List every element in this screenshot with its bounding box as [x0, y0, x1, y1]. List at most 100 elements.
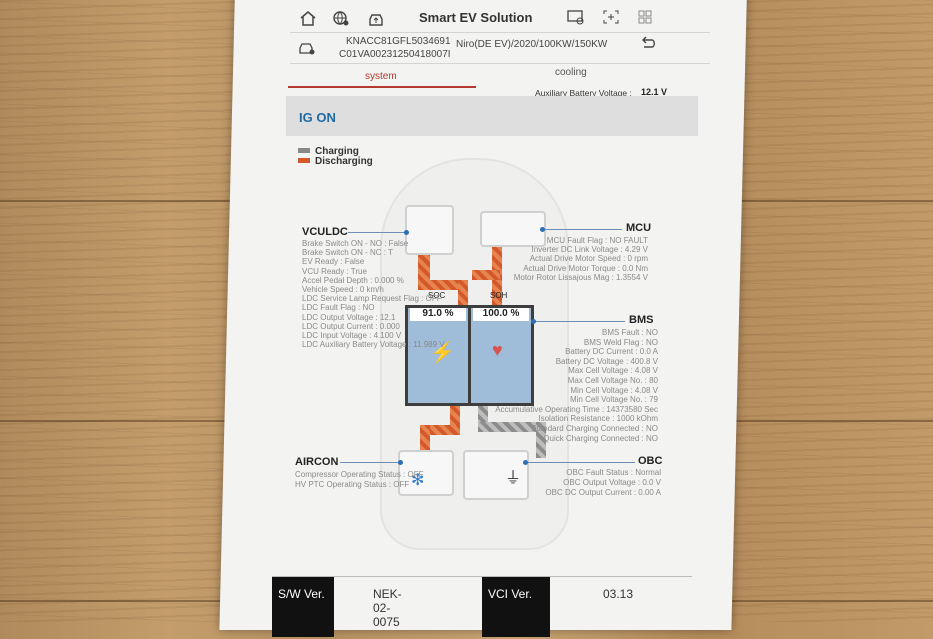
bms-line: Battery DC Current : 0.0 A — [565, 347, 658, 357]
discharge-pipe — [450, 400, 460, 430]
obc-details: OBC Fault Status : Normal OBC Output Vol… — [545, 468, 661, 497]
tab-system[interactable]: system — [365, 71, 397, 82]
vcu-line: LDC Input Voltage : 4.100 V — [302, 331, 402, 341]
lightning-icon: ⚡ — [430, 342, 455, 364]
divider — [290, 32, 710, 33]
aircon-line: HV PTC Operating Status : OFF — [295, 479, 410, 489]
connector-dot — [523, 460, 528, 465]
discharging-swatch — [298, 158, 310, 163]
charge-pipe — [478, 400, 488, 430]
obc-line: OBC DC Output Current : 0.00 A — [545, 487, 661, 497]
bms-line: Battery DC Voltage : 400.8 V — [555, 356, 658, 366]
bms-line: Quick Charging Connected : NO — [543, 433, 658, 443]
heart-icon: ♥ — [492, 340, 503, 360]
connector-line — [542, 229, 622, 230]
bms-line: Standard Charging Connected : NO — [531, 423, 658, 433]
car-upload-icon — [369, 14, 383, 26]
vci-label: VCI Ver. — [482, 577, 550, 637]
aircon-module — [398, 450, 454, 496]
vcu-details: Brake Switch ON - NO : False Brake Switc… — [302, 239, 445, 349]
target-icon — [603, 10, 619, 24]
bms-line: Min Cell Voltage No. : 79 — [569, 395, 658, 405]
car-icon — [299, 43, 315, 55]
charge-pipe — [478, 422, 546, 432]
legend-charging: Charging — [315, 146, 359, 157]
vehicle-code: C01VA00231250418007I — [339, 49, 451, 60]
vcu-line: Accel Pedal Depth : 0.000 % — [302, 275, 404, 285]
vcu-line: EV Ready : False — [302, 257, 365, 267]
plug-icon: ⏚ — [505, 470, 522, 487]
mcu-details: MCU Fault Flag : NO FAULT Inverter DC Li… — [514, 236, 648, 282]
soc-label: SOC — [428, 291, 446, 300]
aux-battery-label: Auxiliary Battery Voltage : — [535, 88, 632, 98]
discharge-pipe — [420, 425, 430, 455]
discharge-pipe — [472, 270, 500, 280]
vin-text: KNACC81GFL5034691 — [346, 36, 451, 47]
ig-status-panel — [286, 96, 698, 136]
ig-status: IG ON — [299, 110, 336, 125]
vcu-line: LDC Service Lamp Request Flag : OFF — [302, 294, 442, 304]
globe-settings-icon — [333, 11, 349, 26]
obc-line: OBC Output Voltage : 0.0 V — [563, 477, 661, 487]
aux-battery-value: 12.1 V — [641, 87, 668, 97]
vcu-line: Vehicle Speed : 0 km/h — [302, 285, 384, 295]
mcu-line: Inverter DC Link Voltage : 4.29 V — [531, 245, 648, 255]
bms-line: Min Cell Voltage : 4.08 V — [570, 385, 658, 395]
soh-label: SOH — [490, 291, 508, 300]
aircon-details: Compressor Operating Status : OFF HV PTC… — [295, 470, 424, 489]
aircon-title: AIRCON — [295, 456, 339, 468]
connector-line — [533, 321, 625, 322]
vci-value: 03.13 — [603, 587, 634, 601]
sw-value: NEK-02-0075 — [373, 587, 402, 629]
charging-swatch — [298, 148, 310, 153]
bms-line: Max Cell Voltage No. : 80 — [567, 375, 658, 385]
mcu-line: Actual Drive Motor Torque : 0.0 Nm — [523, 263, 648, 273]
divider — [290, 63, 710, 64]
vcu-line: LDC Output Current : 0.000 — [302, 321, 400, 331]
sw-label: S/W Ver. — [272, 577, 334, 637]
discharge-pipe — [420, 425, 460, 435]
connector-dot — [398, 460, 403, 465]
mcu-title: MCU — [626, 222, 652, 234]
battery-soh-cell — [468, 305, 534, 406]
model-text: Niro(DE EV)/2020/100KW/150KW — [456, 39, 608, 50]
connector-dot — [531, 319, 536, 324]
vcu-line: LDC Output Voltage : 12.1 — [302, 312, 396, 322]
bms-line: Accumulative Operating Time : 14373580 S… — [495, 404, 658, 414]
vcu-title: VCULDC — [302, 226, 348, 238]
aircon-line: Compressor Operating Status : OFF — [295, 470, 424, 479]
vcu-line: LDC Fault Flag : NO — [302, 303, 375, 313]
obc-title: OBC — [638, 455, 663, 467]
fan-icon: ✻ — [411, 472, 425, 489]
active-tab-indicator — [288, 86, 476, 88]
mcu-line: Actual Drive Motor Speed : 0 rpm — [529, 254, 648, 264]
obc-line: OBC Fault Status : Normal — [566, 468, 661, 477]
grid-icon — [638, 10, 652, 24]
connector-line — [340, 462, 400, 463]
bms-line: BMS Fault : NO — [601, 328, 658, 337]
connector-line — [348, 232, 406, 233]
mcu-line: Motor Rotor Lissajous Mag : 1.3554 V — [513, 272, 648, 282]
connector-dot — [404, 230, 409, 235]
connector-dot — [540, 227, 545, 232]
bms-line: Max Cell Voltage : 4.08 V — [568, 366, 658, 376]
bms-line: Isolation Resistance : 1000 kOhm — [538, 414, 658, 424]
obc-module — [463, 450, 529, 500]
vcu-line: VCU Ready : True — [302, 266, 367, 276]
discharge-pipe — [458, 280, 468, 305]
tab-cooling[interactable]: cooling — [555, 67, 587, 78]
car-register-icon — [567, 10, 584, 25]
soc-value: 91.0 % — [410, 308, 466, 321]
home-icon — [300, 11, 316, 26]
divider — [272, 576, 692, 577]
vcu-line: Brake Switch ON - NO : False — [302, 239, 409, 248]
connector-line — [525, 462, 635, 463]
vcu-line: Brake Switch ON - NC : T — [302, 248, 393, 258]
app-title: Smart EV Solution — [419, 10, 533, 25]
charge-pipe — [536, 422, 546, 458]
return-icon[interactable] — [639, 36, 657, 50]
mcu-line: MCU Fault Flag : NO FAULT — [546, 236, 648, 245]
vcu-line: LDC Auxiliary Battery Voltage : 11.989 V — [302, 340, 445, 350]
legend-discharging: Discharging — [315, 156, 373, 167]
bms-title: BMS — [629, 314, 654, 326]
